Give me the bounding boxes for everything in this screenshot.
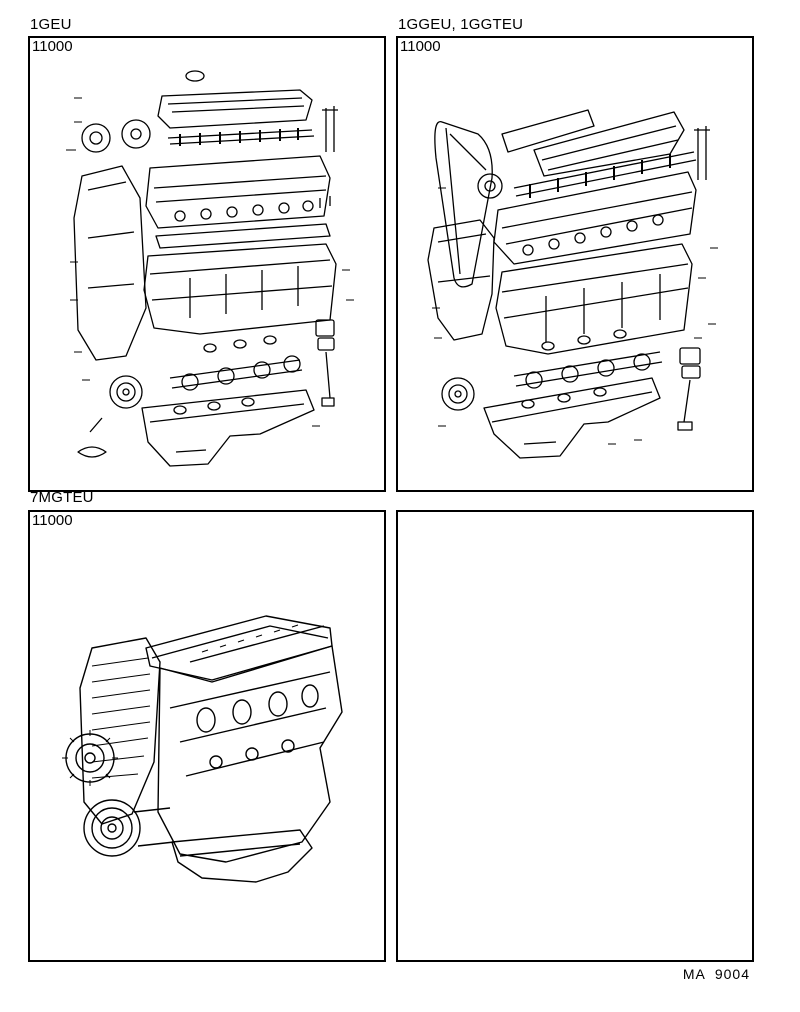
diagram-panel-1ggeu: 11000 (396, 36, 754, 492)
engine-label-1ggeu: 1GGEU, 1GGTEU (398, 16, 524, 33)
part-number-1ggeu: 11000 (400, 38, 441, 55)
assembled-engine-7mgteu-illustration (62, 615, 343, 883)
exploded-engine-1ggeu-illustration (427, 109, 718, 459)
part-number-7mgteu: 11000 (32, 512, 73, 529)
part-number-1geu: 11000 (32, 38, 73, 55)
diagram-panel-1geu: 11000 (28, 36, 386, 492)
exploded-engine-1geu-illustration (66, 70, 354, 467)
engine-label-7mgteu: 7MGTEU (30, 489, 94, 506)
engine-label-1geu: 1GEU (30, 16, 72, 33)
figure-code: MA 9004 (682, 966, 750, 982)
diagram-panel-7mgteu: 11000 (28, 510, 386, 962)
diagram-panel-empty (396, 510, 754, 962)
